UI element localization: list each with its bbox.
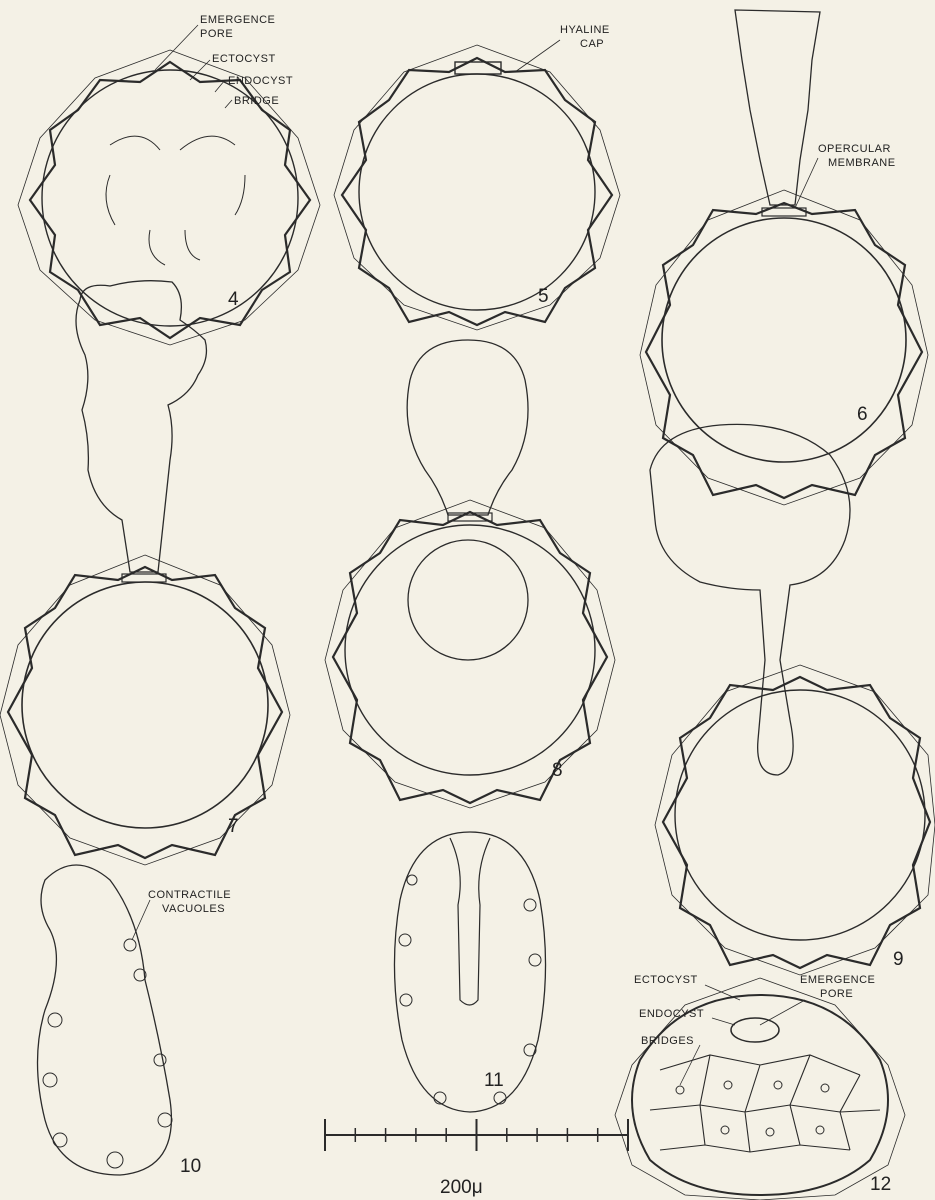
bridge-dot xyxy=(821,1084,829,1092)
leader-line xyxy=(190,60,210,80)
label-pore-12: PORE xyxy=(820,988,853,1000)
figure-number-11: 11 xyxy=(484,1070,504,1091)
contractile-vacuole xyxy=(154,1054,166,1066)
cyclosis-arrow xyxy=(185,230,200,260)
cyclosis-arrow xyxy=(180,136,235,150)
label-cap: CAP xyxy=(580,38,604,50)
cyst-cytoplasm xyxy=(662,218,906,462)
figure-number-8: 8 xyxy=(552,760,563,781)
bridge-dot xyxy=(676,1086,684,1094)
emergence-pore xyxy=(731,1018,779,1042)
leader-line xyxy=(680,1045,700,1085)
emerging-protoplast xyxy=(735,10,820,205)
contractile-vacuole xyxy=(524,899,536,911)
cyclosis-arrow xyxy=(235,175,245,215)
contractile-vacuole xyxy=(524,1044,536,1056)
figure-12: ECTOCYST ENDOCYST BRIDGES EMERGENCE PORE… xyxy=(615,974,905,1200)
contractile-vacuole xyxy=(399,934,411,946)
ectocyst-wall xyxy=(8,567,282,858)
contractile-vacuole xyxy=(43,1073,57,1087)
leader-line xyxy=(760,1000,805,1025)
label-emergence-pore-2: PORE xyxy=(200,28,233,40)
contractile-vacuole xyxy=(107,1152,123,1168)
figure-number-9: 9 xyxy=(893,949,904,970)
figure-number-7: 7 xyxy=(228,816,239,837)
cyclosis-arrow xyxy=(149,230,165,265)
leader-line xyxy=(712,1018,735,1025)
label-endocyst-12: ENDOCYST xyxy=(639,1008,704,1020)
figure-number-12: 12 xyxy=(870,1174,891,1195)
cyclosis-arrow xyxy=(110,136,160,150)
label-emergence-pore: EMERGENCE xyxy=(200,14,275,26)
label-membrane: MEMBRANE xyxy=(828,157,896,169)
cyst-cytoplasm xyxy=(22,582,268,828)
ectocyst-outline xyxy=(325,500,615,808)
contractile-vacuole xyxy=(529,954,541,966)
contractile-vacuole xyxy=(158,1113,172,1127)
figure-7: 7 xyxy=(0,281,290,865)
label-bridge: BRIDGE xyxy=(234,95,279,107)
label-endocyst: ENDOCYST xyxy=(228,75,293,87)
figure-4: EMERGENCE PORE ECTOCYST ENDOCYST BRIDGE … xyxy=(18,14,320,345)
leader-line xyxy=(795,158,818,208)
ectocyst-wall xyxy=(342,58,612,325)
emerging-protoplast xyxy=(407,340,528,515)
label-contractile: CONTRACTILE xyxy=(148,889,231,901)
label-opercular: OPERCULAR xyxy=(818,143,891,155)
contractile-vacuole xyxy=(53,1133,67,1147)
bridge-dot xyxy=(816,1126,824,1134)
leader-line xyxy=(225,100,232,108)
contractile-vacuole xyxy=(48,1013,62,1027)
figure-9: 9 xyxy=(650,424,935,975)
label-hyaline: HYALINE xyxy=(560,24,610,36)
emerging-protoplast xyxy=(650,424,850,775)
emerging-protoplast xyxy=(76,281,206,572)
ectocyst-outline xyxy=(334,45,620,330)
figure-number-10: 10 xyxy=(180,1156,201,1177)
label-ectocyst: ECTOCYST xyxy=(212,53,276,65)
bridge-network xyxy=(650,1055,880,1152)
leader-line xyxy=(155,25,198,70)
label-ectocyst-12: ECTOCYST xyxy=(634,974,698,986)
ectocyst-wall xyxy=(663,677,930,968)
ectocyst-wall xyxy=(646,203,922,498)
figure-number-5: 5 xyxy=(538,286,549,307)
leader-line xyxy=(132,900,150,940)
contractile-vacuole xyxy=(400,994,412,1006)
scale-bar-label: 200μ xyxy=(440,1177,483,1198)
trophont-body xyxy=(38,865,172,1175)
trophont-body xyxy=(394,832,545,1112)
ectocyst-outline xyxy=(640,190,928,505)
cytostome-groove xyxy=(450,838,490,1005)
endocyst-wall xyxy=(345,525,595,775)
scale-bar: 200μ xyxy=(325,1119,628,1198)
hyaline-cap xyxy=(455,62,501,74)
bridge-dot xyxy=(724,1081,732,1089)
cyclosis-arrow xyxy=(106,175,115,225)
figure-number-6: 6 xyxy=(857,404,868,425)
figure-11: 11 xyxy=(394,832,545,1112)
label-bridges-12: BRIDGES xyxy=(641,1035,694,1047)
ectocyst-outline xyxy=(655,665,935,975)
figure-10: CONTRACTILE VACUOLES 10 xyxy=(38,865,232,1177)
contractile-vacuole xyxy=(124,939,136,951)
label-emergence-12: EMERGENCE xyxy=(800,974,875,986)
bridge-dot xyxy=(721,1126,729,1134)
figure-5: HYALINE CAP 5 xyxy=(334,24,620,330)
label-vacuoles: VACUOLES xyxy=(162,903,225,915)
ectocyst-outline xyxy=(0,555,290,865)
bridge-dot xyxy=(766,1128,774,1136)
endocyst-wall xyxy=(675,690,925,940)
cytoplasm-remnant xyxy=(408,540,528,660)
cyst-cytoplasm xyxy=(359,74,595,310)
bridge-dot xyxy=(774,1081,782,1089)
contractile-vacuole xyxy=(407,875,417,885)
figure-number-4: 4 xyxy=(228,289,239,310)
figure-8: 8 xyxy=(325,340,615,808)
ectocyst-wall xyxy=(333,512,607,803)
